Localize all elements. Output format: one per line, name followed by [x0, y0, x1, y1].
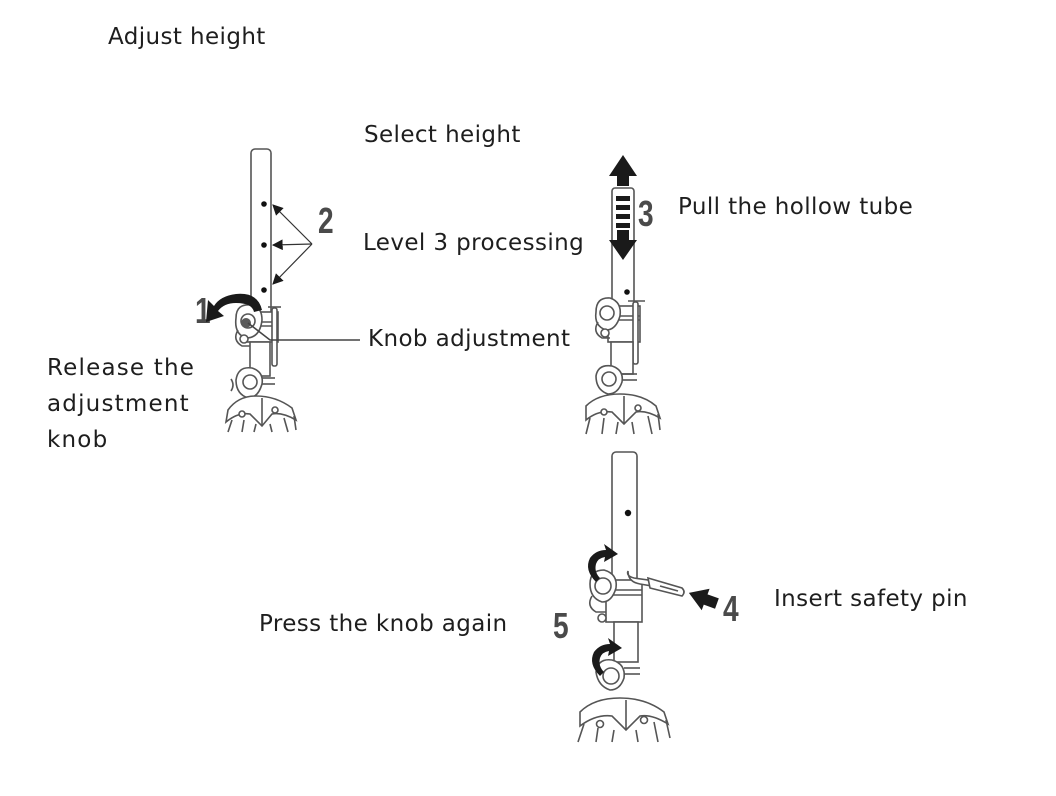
arrow-up-icon — [609, 155, 637, 186]
step-2-number: 2 — [318, 200, 334, 241]
push-arrow-icon — [688, 588, 719, 611]
knob-callout-line — [247, 322, 360, 341]
level-3-processing-label: Level 3 processing — [363, 230, 585, 256]
release-knob-label: Release the adjustment knob — [47, 350, 195, 458]
height-hole — [261, 242, 267, 248]
knob-adjustment-label: Knob adjustment — [368, 326, 571, 352]
release-knob-line-3: knob — [47, 427, 109, 453]
height-hole — [624, 289, 630, 295]
step-5-number: 5 — [553, 605, 569, 646]
height-hole — [624, 509, 632, 517]
safety-pin — [632, 301, 639, 365]
pull-tube-label: Pull the hollow tube — [678, 194, 914, 220]
press-knob-label: Press the knob again — [259, 611, 508, 637]
release-knob-line-2: adjustment — [47, 391, 190, 417]
inner-tube — [611, 451, 638, 585]
outer-tube — [613, 621, 639, 663]
select-height-label: Select height — [364, 122, 521, 148]
inner-tube — [250, 148, 272, 320]
height-hole — [261, 201, 267, 207]
tripod-head — [579, 697, 670, 732]
rotate-arrow-icon — [206, 293, 262, 322]
safety-pin — [626, 570, 685, 597]
rotate-arrow-icon — [588, 544, 618, 582]
page-title: Adjust height — [108, 24, 266, 50]
insert-pin-label: Insert safety pin — [774, 586, 968, 612]
safety-pin — [271, 307, 278, 367]
step-3-number: 3 — [638, 193, 654, 234]
release-knob-line-1: Release the — [47, 355, 196, 381]
arrow-down-icon — [609, 230, 637, 260]
figure-1-stand — [206, 148, 360, 433]
rotate-arrow-icon — [592, 638, 622, 676]
figure-2-stand — [585, 155, 662, 435]
height-hole — [261, 287, 267, 293]
step-4-number: 4 — [723, 588, 739, 629]
step-2-arrows — [271, 204, 313, 285]
figure-3-stand — [577, 451, 719, 743]
